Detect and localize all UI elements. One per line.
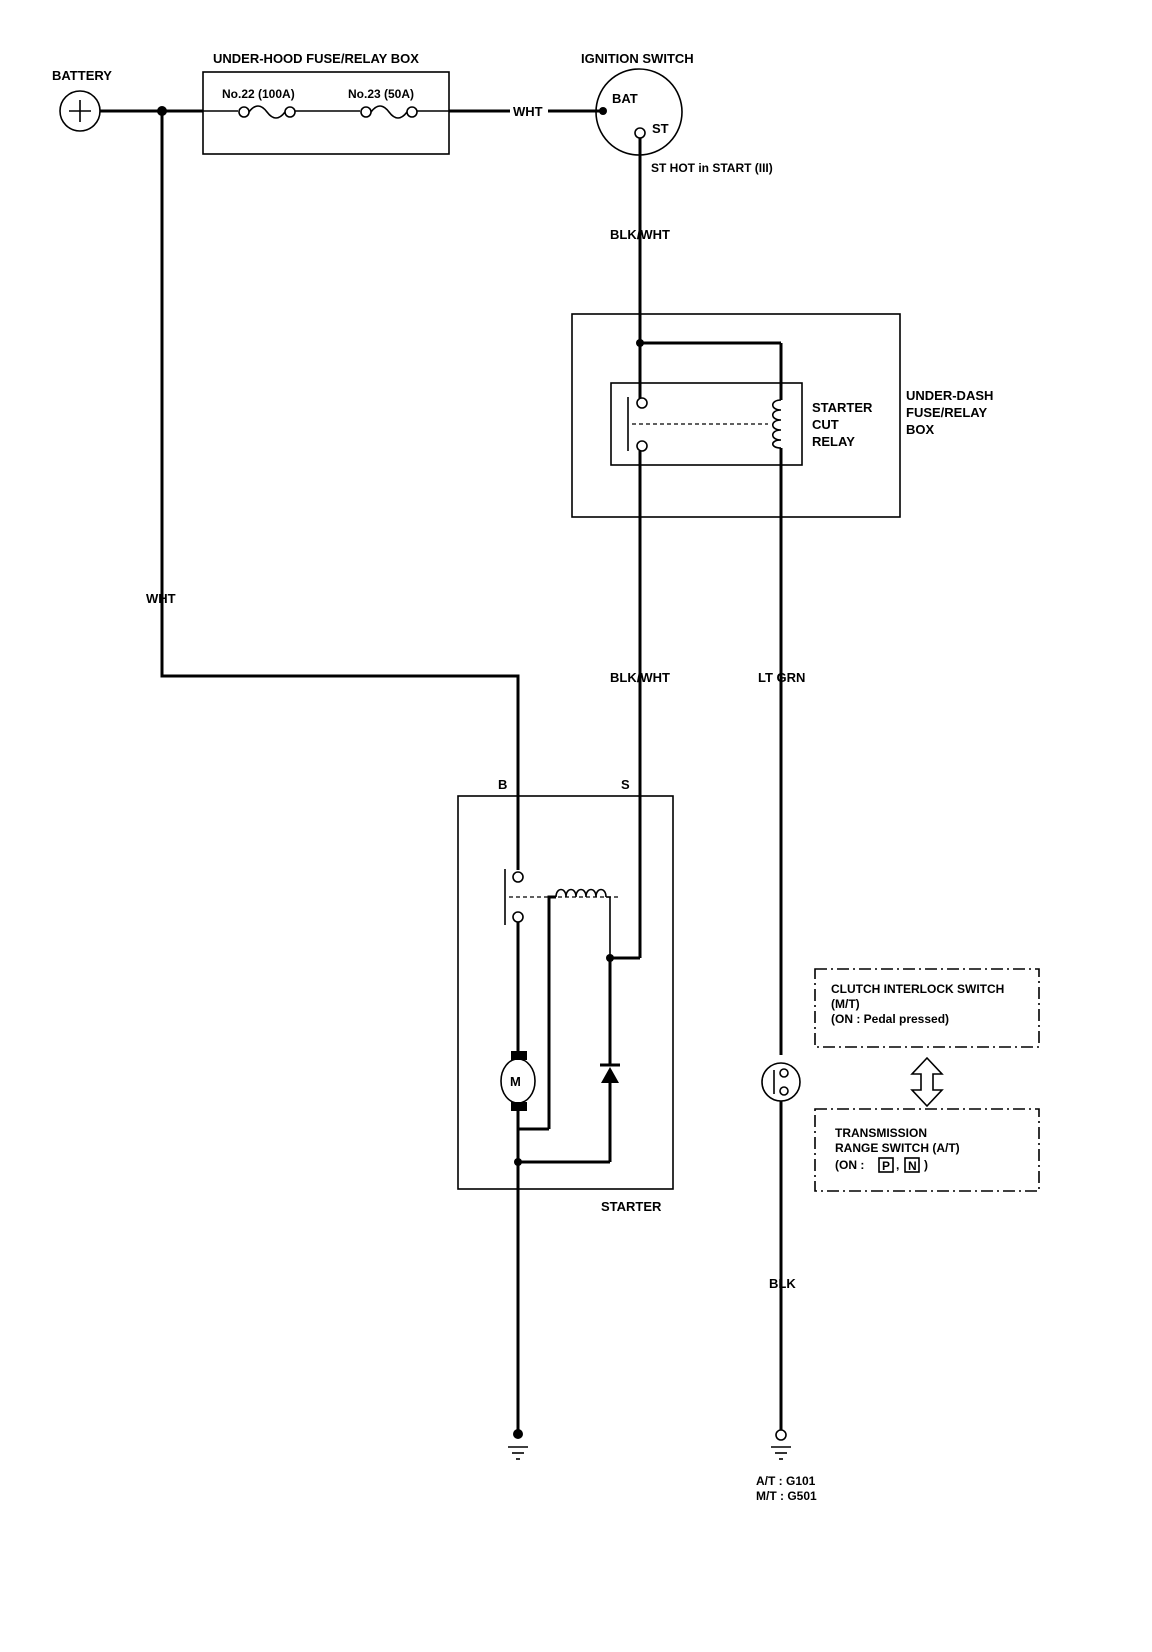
wht-wire-to-starter xyxy=(160,111,520,870)
starter-motor: M xyxy=(500,1051,536,1111)
wire-label-blk: BLK xyxy=(769,1276,796,1291)
range-switch-line2: RANGE SWITCH (A/T) xyxy=(835,1141,960,1155)
wire-label-blk-wht-bottom: BLK/WHT xyxy=(610,670,670,685)
starter: B S STARTER M xyxy=(457,777,674,1214)
ground-at-label: A/T : G101 xyxy=(756,1474,816,1488)
starter-solenoid-coil xyxy=(555,888,607,898)
fuse-22-label: No.22 (100A) xyxy=(222,87,295,101)
range-switch-pos-n: N xyxy=(908,1159,917,1173)
gear-n-box xyxy=(904,1157,920,1173)
ignition-bat-label: BAT xyxy=(612,91,638,106)
underdash-fuse-relay-box: UNDER-DASH FUSE/RELAY BOX STARTER CUT RE… xyxy=(571,313,993,518)
relay-coil xyxy=(771,399,782,449)
starter-terminal-b: B xyxy=(498,777,507,792)
wire-label-blk-wht-top: BLK/WHT xyxy=(610,227,670,242)
starter-label: STARTER xyxy=(601,1199,662,1214)
svg-text:,: , xyxy=(896,1158,899,1172)
ignition-st-note: ST HOT in START (III) xyxy=(651,161,773,175)
starter-terminal-s: S xyxy=(621,777,630,792)
range-switch-line1: TRANSMISSION xyxy=(835,1126,927,1140)
range-switch-suffix: ) xyxy=(924,1158,928,1172)
double-arrow-icon xyxy=(910,1056,944,1108)
relay-label-line3: RELAY xyxy=(812,434,855,449)
wire-label-lt-grn: LT GRN xyxy=(758,670,805,685)
clutch-switch-line1: CLUTCH INTERLOCK SWITCH xyxy=(831,982,1004,996)
underhood-box-title: UNDER-HOOD FUSE/RELAY BOX xyxy=(213,51,419,66)
ignition-switch: IGNITION SWITCH BAT ST ST HOT in START (… xyxy=(581,51,773,175)
range-switch-pos-p: P xyxy=(882,1159,890,1173)
clutch-switch-line2: (M/T) xyxy=(831,997,860,1011)
starter-cut-relay: STARTER CUT RELAY xyxy=(610,382,873,466)
fuse-23-label: No.23 (50A) xyxy=(348,87,414,101)
fuse-23-symbol xyxy=(360,105,418,119)
range-switch-on-prefix: (ON : xyxy=(835,1158,864,1172)
underdash-title-line1: UNDER-DASH xyxy=(906,388,993,403)
ground-mt-label: M/T : G501 xyxy=(756,1489,817,1503)
interlock-switch-symbol xyxy=(761,1062,801,1102)
relay-label-line1: STARTER xyxy=(812,400,873,415)
underhood-fuse-relay-box: UNDER-HOOD FUSE/RELAY BOX No.22 (100A) N… xyxy=(202,51,450,155)
relay-label-line2: CUT xyxy=(812,417,839,432)
bat-terminal xyxy=(599,107,607,115)
starter-diode xyxy=(600,1063,620,1083)
clutch-interlock-switch-box: CLUTCH INTERLOCK SWITCH (M/T) (ON : Peda… xyxy=(814,968,1040,1048)
clutch-switch-line3: (ON : Pedal pressed) xyxy=(831,1012,949,1026)
battery-label: BATTERY xyxy=(52,68,112,83)
underdash-title-line2: FUSE/RELAY xyxy=(906,405,987,420)
battery: BATTERY xyxy=(52,68,112,132)
interlock-ground-symbol xyxy=(771,1429,791,1460)
wire-label-wht-left: WHT xyxy=(146,591,176,606)
ignition-switch-title: IGNITION SWITCH xyxy=(581,51,694,66)
underdash-title-line3: BOX xyxy=(906,422,935,437)
starter-motor-label: M xyxy=(510,1074,521,1089)
wire-label-wht-top: WHT xyxy=(513,104,543,119)
ignition-st-label: ST xyxy=(652,121,669,136)
st-terminal xyxy=(634,127,646,139)
starter-ground-symbol xyxy=(508,1429,528,1460)
gear-p-box xyxy=(878,1157,894,1173)
fuse-22-symbol xyxy=(238,105,296,119)
transmission-range-switch-box: TRANSMISSION RANGE SWITCH (A/T) (ON : P … xyxy=(814,1108,1040,1192)
